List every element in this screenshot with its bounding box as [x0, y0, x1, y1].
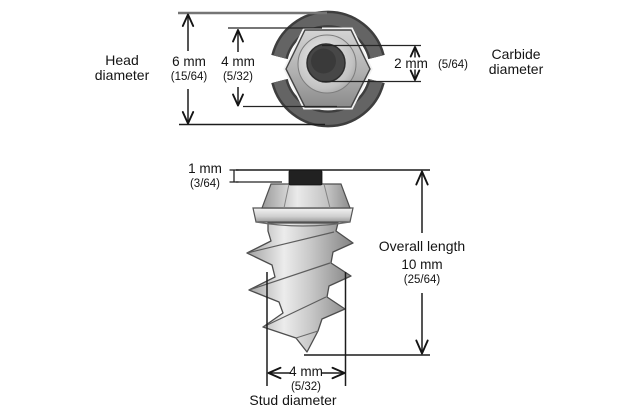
hex-facet-lines — [283, 183, 331, 209]
up-arrowhead — [409, 46, 421, 58]
carbide-diameter-label-line2: diameter — [488, 61, 544, 78]
right-arrowhead — [331, 366, 346, 380]
carbide-diameter-dimension — [322, 44, 421, 83]
head-diameter-label-line1: Head — [105, 52, 139, 68]
protrusion-value: 1 mm — [188, 161, 222, 176]
head-diameter-value: 6 mm — [172, 54, 206, 69]
overall-length-group: Overall length 10 mm (25/64) — [370, 238, 474, 287]
stud-side-view-drawing — [246, 170, 354, 353]
washer-lip — [255, 221, 351, 227]
flange-diameter-value-group: 4 mm (5/32) — [208, 54, 268, 83]
up-arrowhead — [232, 29, 244, 43]
head-diameter-fraction: (15/64) — [170, 70, 208, 83]
down-arrowhead — [232, 93, 244, 107]
threaded-shank — [246, 222, 354, 353]
carbide-pin-side — [288, 170, 323, 186]
protrusion-value-group: 1 mm (3/64) — [179, 161, 231, 190]
head-diameter-label-line2: diameter — [94, 67, 150, 84]
carbide-diameter-label: Carbide diameter — [466, 46, 566, 78]
up-arrowhead — [415, 170, 429, 186]
overall-length-dimension — [304, 170, 430, 356]
washer-flange — [252, 207, 354, 223]
head-diameter-label: Head diameter — [72, 52, 172, 84]
stud-diameter-fraction: (5/32) — [290, 380, 322, 393]
hex-head-side — [261, 183, 351, 209]
carbide-diameter-value: 2 mm — [394, 56, 428, 71]
head-flange-top-crescent-shade — [273, 13, 383, 59]
left-arrowhead — [267, 366, 282, 380]
stud-diameter-value: 4 mm — [289, 364, 323, 379]
thread-edge-1 — [246, 231, 335, 254]
down-arrowhead — [181, 111, 195, 125]
stud-top-view-drawing — [271, 10, 385, 128]
stud-diameter-label: Stud diameter — [249, 392, 337, 408]
up-arrowhead — [181, 13, 195, 27]
flange-diameter-fraction: (5/32) — [222, 70, 254, 83]
head-diameter-dimension — [178, 11, 327, 126]
stud-diameter-dimension — [266, 272, 347, 386]
flange-diameter-value: 4 mm — [221, 54, 255, 69]
carbide-diameter-fraction: (5/64) — [437, 58, 469, 71]
overall-length-value: 10 mm — [401, 257, 443, 273]
protrusion-dimension — [229, 169, 430, 183]
down-arrowhead — [409, 69, 421, 81]
overall-length-label: Overall length — [378, 238, 466, 254]
stud-diameter-value-group: 4 mm (5/32) — [276, 364, 336, 393]
head-flange-bottom-crescent-shade — [273, 79, 383, 125]
down-arrowhead — [415, 339, 429, 355]
head-diameter-value-group: 6 mm (15/64) — [159, 54, 219, 83]
thread-edge-2 — [248, 262, 331, 291]
thread-edge-3 — [262, 296, 327, 328]
protrusion-bracket-caps — [229, 169, 239, 183]
thread-edge-4 — [295, 330, 319, 339]
flange-diameter-dimension — [228, 27, 337, 108]
carbide-diameter-label-line1: Carbide — [491, 46, 541, 62]
carbide-pin-core — [311, 48, 336, 74]
protrusion-fraction: (3/64) — [189, 177, 221, 190]
overall-length-fraction: (25/64) — [403, 274, 441, 287]
